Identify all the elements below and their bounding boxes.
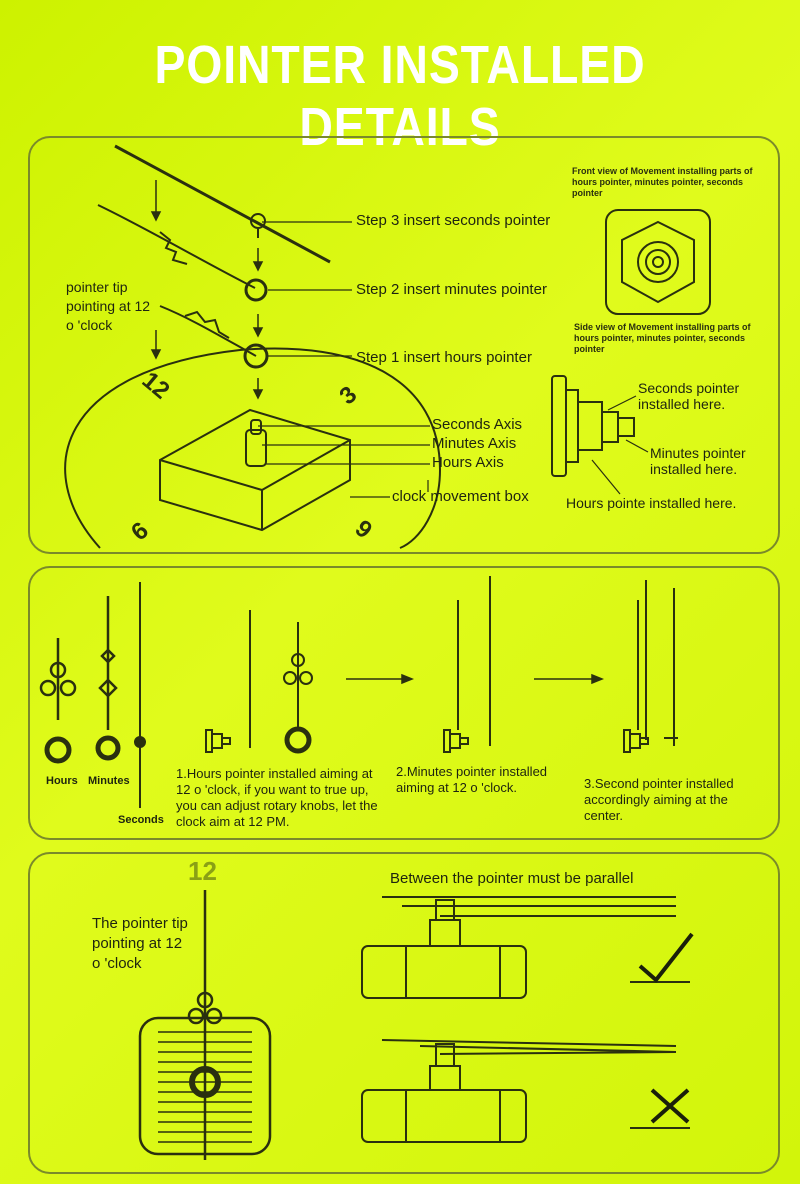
pointer-tip-label: pointer tip pointing at 12 o 'clock: [66, 279, 151, 333]
dial-number-12-top: 12: [188, 856, 217, 886]
step2-instruction: 2.Minutes pointer installed aiming at 12…: [396, 764, 548, 795]
parallel-label: Between the pointer must be parallel: [390, 870, 634, 887]
hours-pointer-drawing: [159, 305, 269, 369]
side-view-arrows: [591, 395, 649, 495]
down-arrows: [150, 180, 264, 400]
clock-movement-box-drawing: [159, 408, 351, 532]
step3-drawing: [623, 580, 678, 753]
cross-mark-drawing: [650, 1088, 690, 1124]
minutes-hand-drawing: [95, 596, 121, 761]
check-mark-icon: [640, 930, 641, 931]
hours-hand-drawing: [39, 638, 77, 764]
seconds-installed-label: Seconds pointer installed here.: [638, 380, 740, 412]
minutes-pointer-drawing: [97, 204, 268, 302]
step3-label: Step 3 insert seconds pointer: [356, 212, 551, 229]
step2-drawing: [443, 576, 491, 753]
step1-label: Step 1 insert hours pointer: [356, 349, 532, 366]
cross-mark-icon: [652, 1090, 653, 1091]
seconds-axis-label: Seconds Axis: [432, 416, 523, 433]
side-view-drawing: [551, 375, 635, 477]
hours-axis-label: Hours Axis: [432, 454, 504, 471]
check-mark-drawing: [638, 932, 694, 983]
front-view-caption: Front view of Movement installing parts …: [572, 166, 753, 198]
step1-instruction: 1.Hours pointer installed aiming at 12 o…: [176, 766, 378, 829]
seconds-hand-drawing: [134, 582, 146, 808]
hours-installed-label: Hours pointe installed here.: [566, 495, 737, 511]
parallel-wrong-drawing: [361, 1039, 690, 1143]
leader-lines: [258, 221, 430, 498]
seconds-pointer-drawing: [114, 144, 331, 264]
page-title: POINTER INSTALLED DETAILS: [154, 35, 646, 157]
installation-steps-panel: [28, 136, 780, 554]
parallel-correct-drawing: [361, 896, 690, 999]
side-view-caption: Side view of Movement installing parts o…: [574, 322, 751, 354]
parallel-check-panel: [28, 852, 780, 1174]
seconds-hand-label: Seconds: [118, 814, 164, 826]
minutes-hand-label: Minutes: [88, 775, 130, 787]
front-view-drawing: [605, 209, 711, 315]
step3-instruction: 3.Second pointer installed accordingly a…: [584, 776, 734, 823]
clock-dial-outline: [64, 347, 442, 549]
step2-label: Step 2 insert minutes pointer: [356, 281, 547, 298]
hours-hand-label: Hours: [46, 775, 78, 787]
step1-drawing: [205, 610, 313, 754]
minutes-installed-label: Minutes pointer installed here.: [650, 445, 746, 477]
movement-box-label: clock movement box: [392, 488, 529, 505]
clock-front-drawing: [138, 890, 272, 1160]
sequence-arrows: [346, 673, 605, 685]
pointer-tip-label-2: The pointer tip pointing at 12 o 'clock: [92, 915, 188, 972]
pointer-sequence-panel: [28, 566, 780, 840]
minutes-axis-label: Minutes Axis: [432, 435, 517, 452]
